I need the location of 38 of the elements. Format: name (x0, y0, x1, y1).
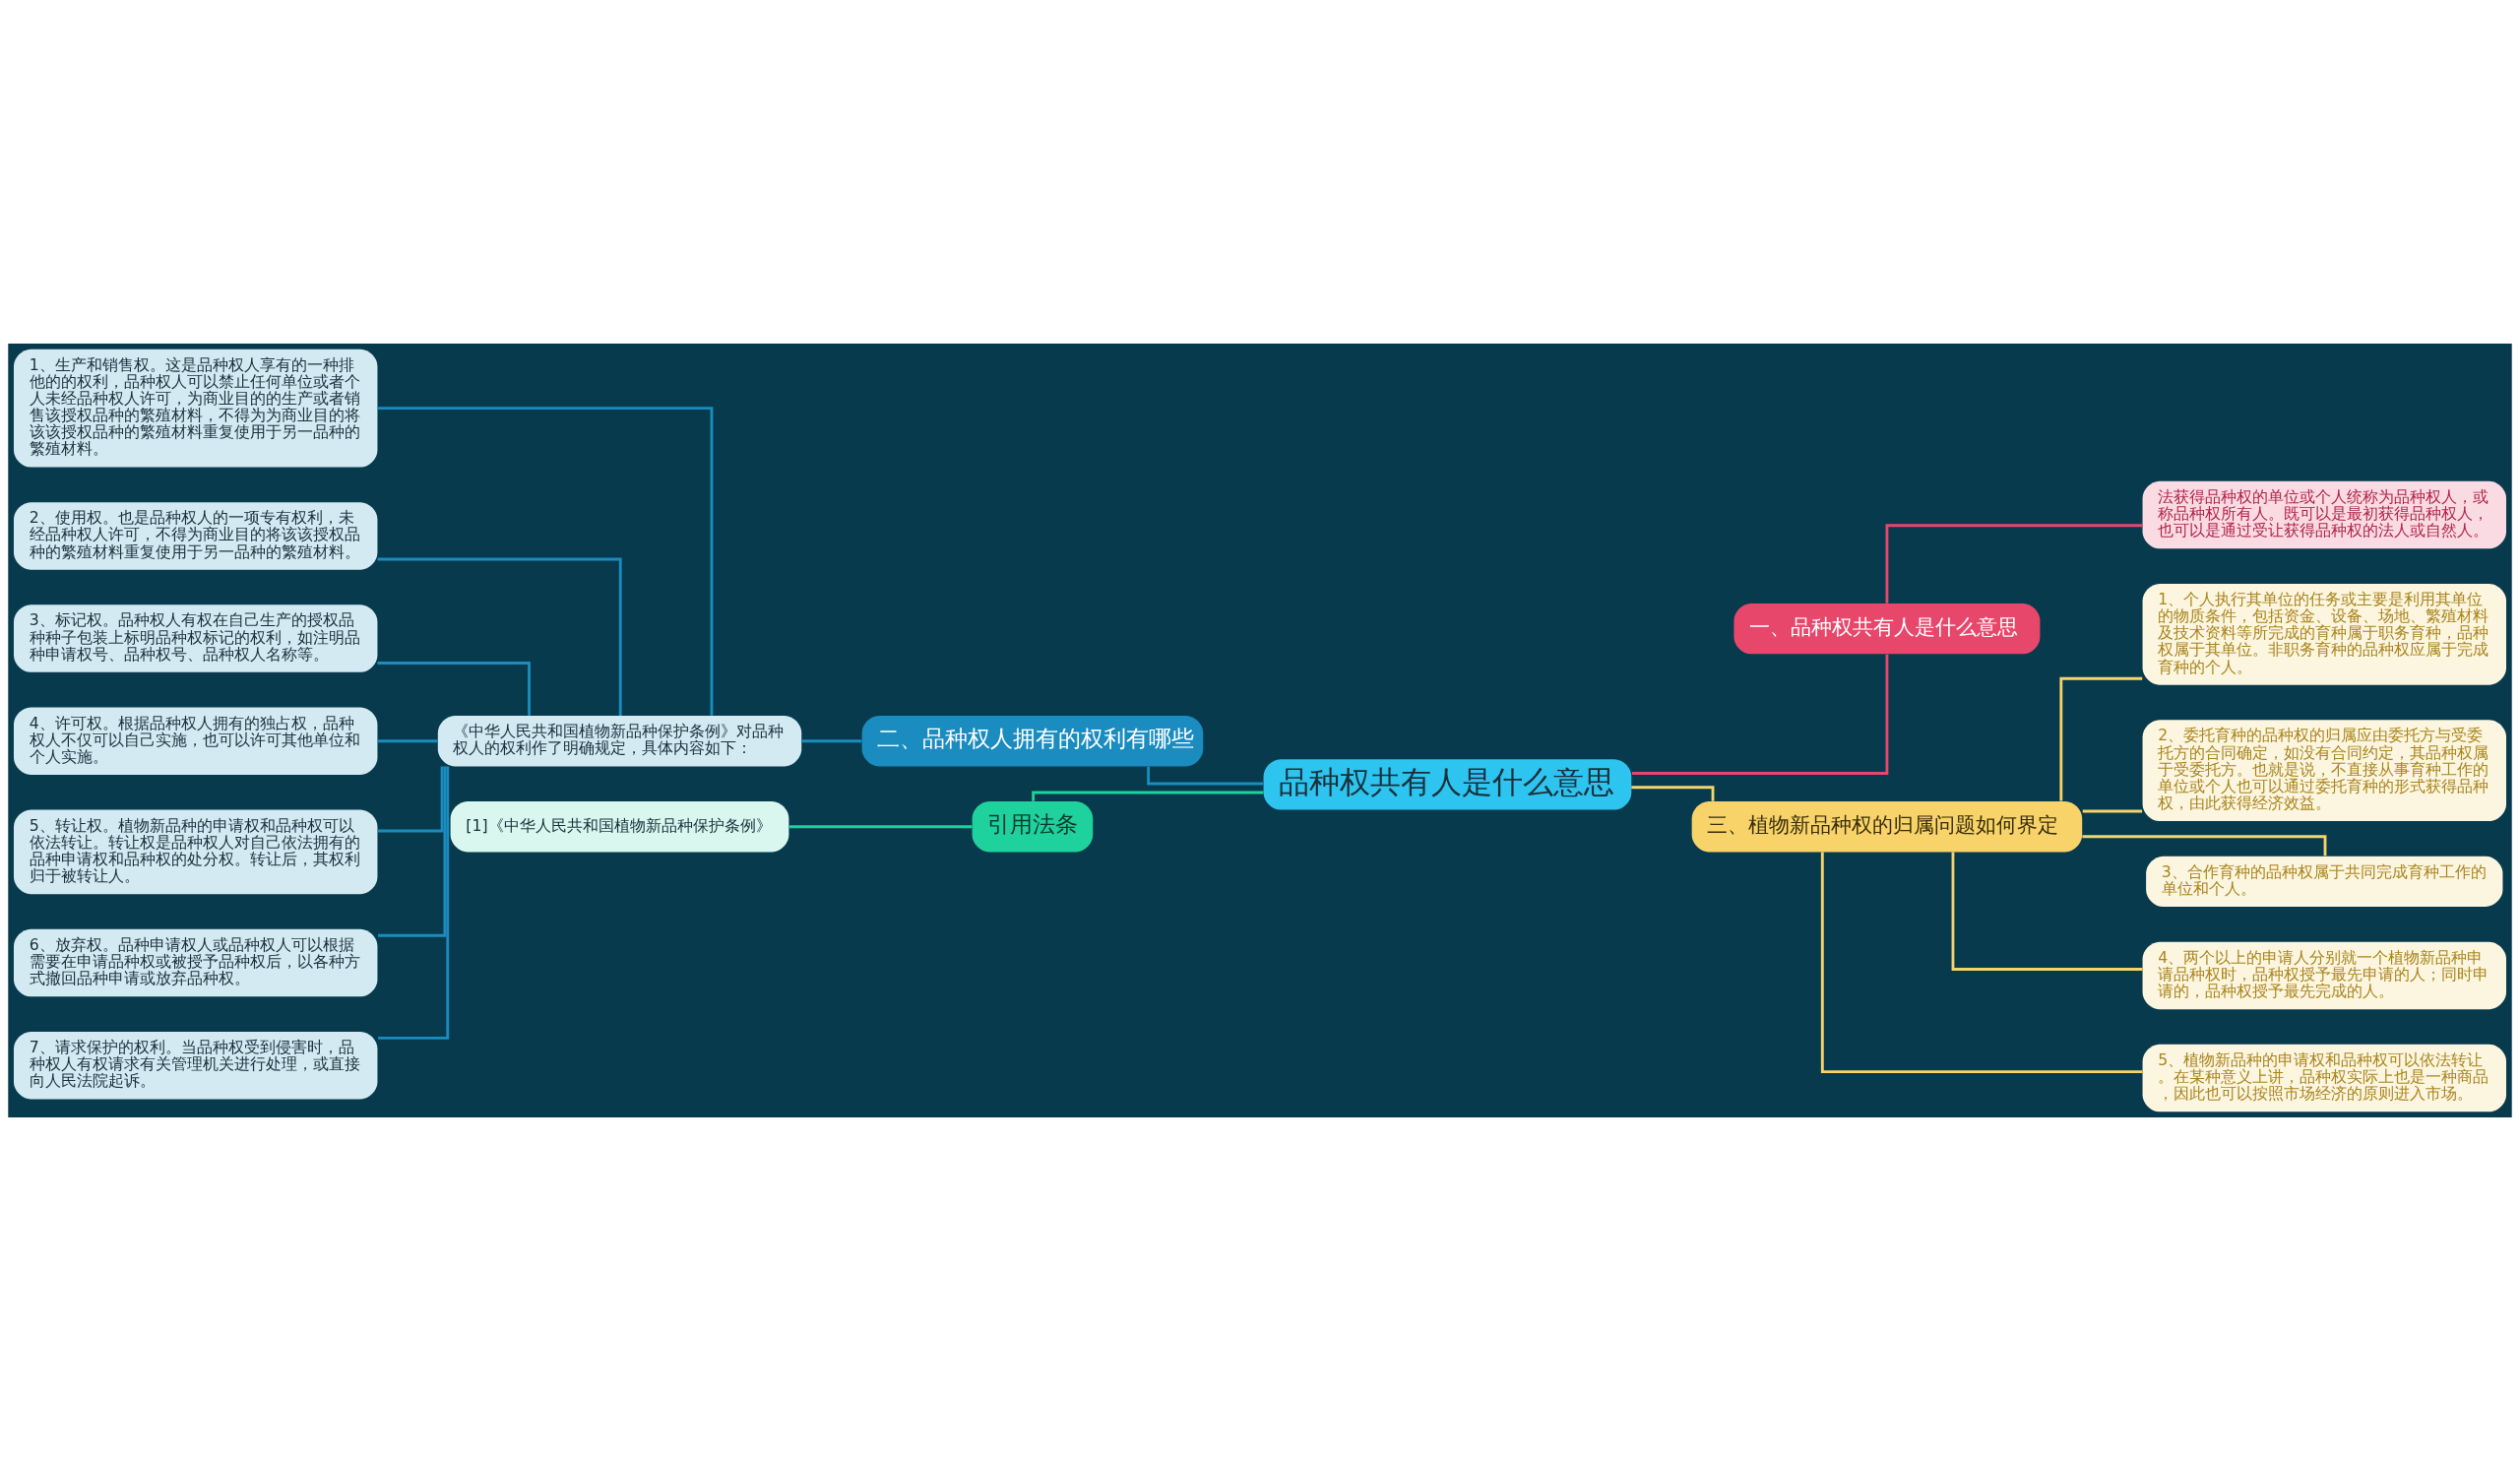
connector (378, 766, 447, 937)
connector (1885, 524, 2143, 603)
node-box: [1]《中华人民共和国植物新品种保护条例》 (450, 801, 789, 853)
node-box: 2、使用权。也是品种权人的一项专有权利，未经品种权人许可，不得为商业目的将该该授权品种的繁殖材料重复使用于另一品种的繁殖材料。 (14, 502, 378, 570)
node-box: 4、许可权。根据品种权人拥有的独占权，品种权人不仅可以自己实施，也可以许可其他单位和个人实施。 (14, 707, 378, 775)
node-box: 5、转让权。植物新品种的申请权和品种权可以依法转让。转让权是品种权人对自己依法拥有的品种申请权和品种权的处分权。转让后，其权利归于被转让人。 (14, 809, 378, 895)
connector (377, 766, 444, 833)
connector (1951, 852, 2143, 971)
connector (377, 739, 438, 743)
connector (1631, 654, 1889, 775)
node-box: 3、标记权。品种权人有权在自己生产的授权品种种子包装上标明品种权标记的权利，如注明品种申请权号、品种权号、品种权人名称等。 (14, 604, 378, 672)
connector (2082, 809, 2143, 813)
node-box: 5、植物新品种的申请权和品种权可以依法转让。在某种意义上讲，品种权实际上也是一种商品，因此也可以按照市场经济的原则进入市场。 (2142, 1044, 2506, 1112)
connector (1820, 852, 2143, 1074)
node-box: 2、委托育种的品种权的归属应由委托方与受委托方的合同确定，如没有合同约定，其品种权属于受委托方。也就是说，不直接从事育种工作的单位或个人也可以通过委托育种的形式获得品种权，由此获得经济效益。 (2142, 720, 2506, 821)
connector (788, 825, 973, 829)
node-box: 6、放弃权。品种申请权人或品种权人可以根据需要在申请品种权或被授予品种权后，以各种方式撤回品种申请或放弃品种权。 (14, 928, 378, 997)
node-box: 三、植物新品种权的归属问题如何界定 (1691, 801, 2083, 853)
node-box: 4、两个以上的申请人分别就一个植物新品种申请品种权时，品种权授予最先申请的人；同时申请的，品种权授予最先完成的人。 (2142, 941, 2506, 1010)
node-box: 1、生产和销售权。这是品种权人享有的一种排他的的权利，品种权人可以禁止任何单位或者个人未经品种权人许可，为商业目的的生产或者销售该授权品种的繁殖材料，不得为为商业目的将该该授权品种的繁殖材料重复使用于另一品种的繁殖材料。 (14, 349, 378, 468)
node-box: 法获得品种权的单位或个人统称为品种权人，或称品种权所有人。既可以是最初获得品种权人，也可以是通过受让获得品种权的法人或自然人。 (2142, 480, 2506, 549)
connector (378, 766, 450, 1040)
node-box: 二、品种权人拥有的权利有哪些 (861, 716, 1204, 767)
node-box: 1、个人执行其单位的任务或主要是利用其单位的物质条件，包括资金、设备、场地、繁殖材料及技术资料等所完成的育种属于职务育种，品种权属于其单位。非职务育种的品种权应属于完成育种的个人。 (2142, 583, 2506, 685)
node-box: 引用法条 (972, 801, 1094, 853)
connector (1147, 766, 1264, 786)
node-box: 7、请求保护的权利。当品种权受到侵害时，品种权人有权请求有关管理机关进行处理，或直接向人民法院起诉。 (14, 1032, 378, 1100)
connector (1631, 786, 1715, 801)
connector (2059, 676, 2143, 801)
connector (377, 662, 531, 716)
node-box: 3、合作育种的品种权属于共同完成育种工作的单位和个人。 (2146, 856, 2503, 908)
connector (377, 407, 714, 716)
node-box: 《中华人民共和国植物新品种保护条例》对品种权人的权利作了明确规定，具体内容如下： (437, 716, 802, 767)
connector (377, 557, 622, 716)
connector (2082, 835, 2327, 857)
node-box: 一、品种权共有人是什么意思 (1733, 603, 2041, 655)
connector (801, 739, 862, 743)
node-box: 品种权共有人是什么意思 (1263, 759, 1632, 810)
